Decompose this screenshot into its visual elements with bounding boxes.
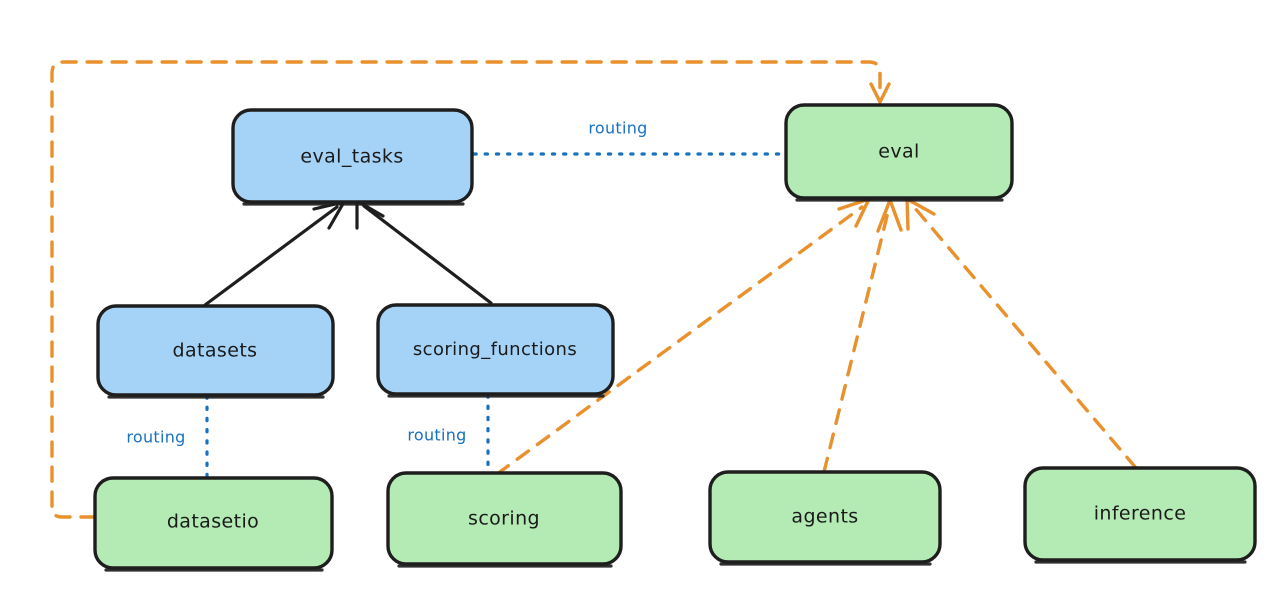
node-datasets[interactable]: datasets — [96, 304, 335, 399]
node-datasets-label: datasets — [173, 340, 258, 362]
node-scoring-functions-label: scoring_functions — [413, 339, 577, 360]
edge-label-routing-eval-tasks: routing — [588, 119, 647, 138]
node-datasetio[interactable]: datasetio — [93, 476, 334, 572]
node-inference-label: inference — [1094, 503, 1187, 525]
node-eval-tasks[interactable]: eval_tasks — [231, 108, 474, 206]
edge-inference-to-eval — [905, 197, 1138, 470]
node-inference[interactable]: inference — [1023, 466, 1257, 564]
node-agents[interactable]: agents — [708, 470, 942, 566]
node-agents-shape[interactable] — [708, 470, 942, 564]
edge-label-routing-datasets: routing — [126, 428, 185, 447]
edge-scoring-functions-to-eval-tasks — [355, 199, 493, 305]
node-scoring-functions[interactable]: scoring_functions — [376, 303, 615, 398]
node-agents-label: agents — [791, 506, 858, 528]
edge-datasets-to-eval-tasks — [203, 200, 346, 307]
node-scoring-functions-shape[interactable] — [376, 303, 615, 396]
edge-label-routing-scoring-functions: routing — [407, 426, 466, 445]
node-datasets-shape[interactable] — [96, 304, 335, 397]
node-scoring-shape[interactable] — [386, 471, 623, 566]
edge-agents-to-eval — [822, 198, 903, 474]
edge-datasetio-to-eval — [50, 60, 891, 519]
node-eval-shape[interactable] — [784, 103, 1014, 200]
node-datasetio-label: datasetio — [167, 511, 259, 533]
node-eval[interactable]: eval — [784, 103, 1014, 202]
node-inference-shape[interactable] — [1023, 466, 1257, 562]
node-scoring[interactable]: scoring — [386, 471, 623, 568]
node-eval-tasks-shape[interactable] — [231, 108, 474, 204]
node-eval-label: eval — [878, 141, 919, 163]
node-scoring-label: scoring — [468, 508, 540, 530]
node-datasetio-shape[interactable] — [93, 476, 334, 570]
node-eval-tasks-label: eval_tasks — [300, 146, 403, 168]
